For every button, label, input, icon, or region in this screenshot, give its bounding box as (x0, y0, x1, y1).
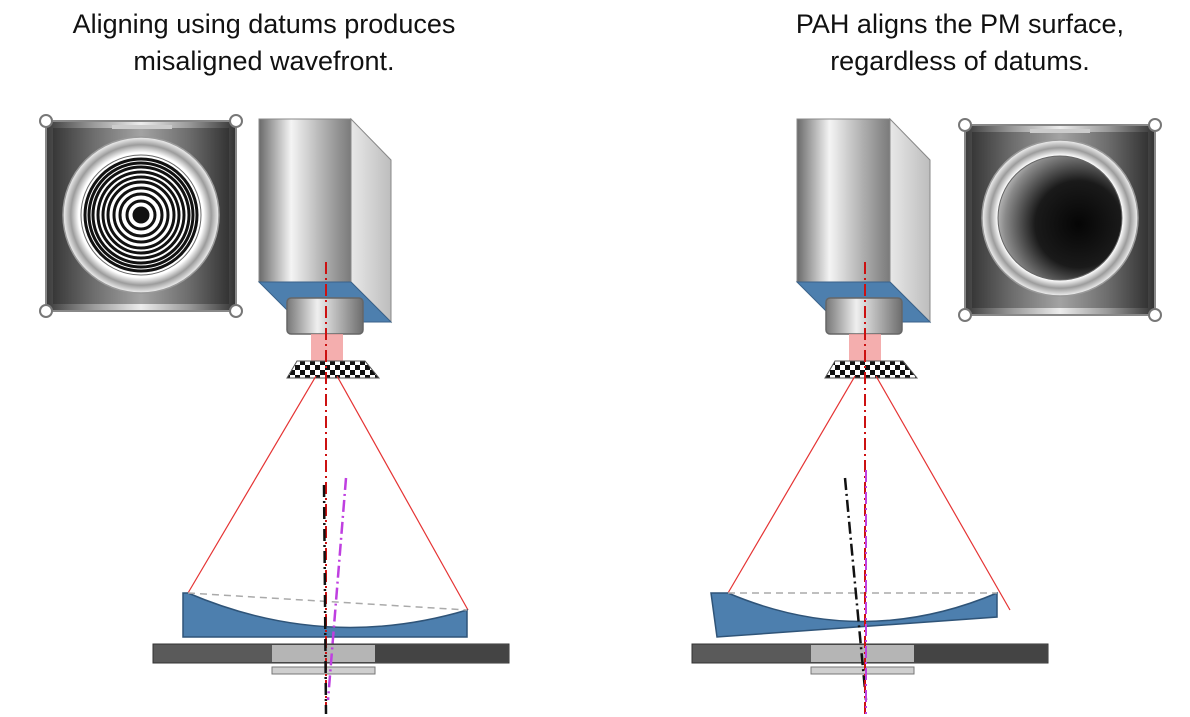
left-ray-cone (187, 375, 469, 611)
right-datum-axis (843, 477, 868, 701)
interference-fringes-icon (39, 114, 243, 318)
checkerboard-target-icon (824, 360, 919, 379)
right-caption: PAH aligns the PM surface, regardless of… (700, 6, 1190, 80)
right-mount (691, 643, 1049, 675)
interferometer-camera-icon (795, 117, 932, 362)
interferometer-camera-icon (257, 117, 393, 362)
checkerboard-target-icon (286, 360, 381, 379)
left-mount (152, 643, 510, 675)
right-caption-line2: regardless of datums. (830, 46, 1090, 76)
left-caption: Aligning using datums produces misaligne… (4, 6, 524, 80)
left-caption-line1: Aligning using datums produces (72, 9, 456, 39)
left-panel (39, 114, 510, 715)
right-caption-line1: PAH aligns the PM surface, (795, 9, 1125, 39)
null-fringe-icon (958, 118, 1162, 322)
right-primary-mirror (710, 591, 998, 638)
left-caption-line2: misaligned wavefront. (133, 46, 395, 76)
left-wavefront-axis (326, 477, 348, 701)
right-ray-cone (727, 375, 1011, 611)
left-mirror-axis (322, 484, 328, 715)
right-panel (691, 117, 1162, 714)
left-primary-mirror (182, 592, 468, 638)
